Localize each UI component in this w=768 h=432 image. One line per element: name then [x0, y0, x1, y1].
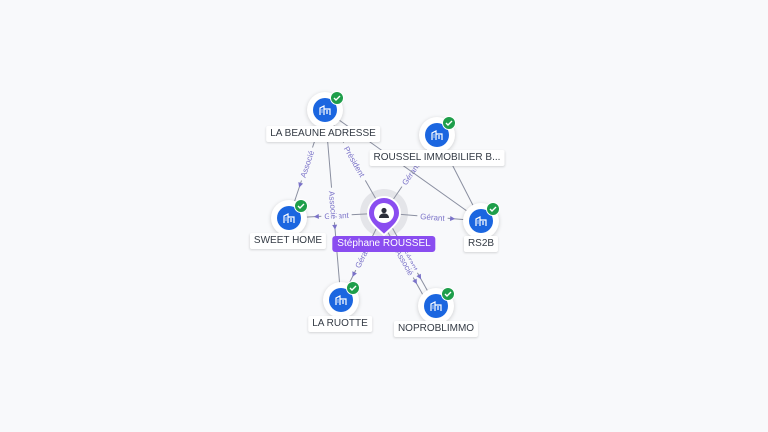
verified-check-icon [346, 281, 360, 295]
edge-label-bg [391, 244, 418, 281]
node-roussel-immobilier[interactable] [419, 116, 456, 153]
edge-arrow [416, 273, 422, 280]
node-label-sweet-home[interactable]: SWEET HOME [249, 233, 327, 249]
verified-check-icon [294, 199, 308, 213]
node-label-la-beaune-adresse[interactable]: LA BEAUNE ADRESSE [266, 126, 380, 142]
node-la-beaune-adresse[interactable] [307, 91, 344, 128]
node-rs2b[interactable] [463, 202, 500, 239]
verified-check-icon [442, 116, 456, 130]
edge-label-associé: Associé [327, 191, 338, 220]
edge-arrow [313, 213, 319, 219]
node-label-rs2b[interactable]: RS2B [463, 236, 499, 252]
edge-label-bg [296, 145, 318, 183]
edge-label-bg [326, 187, 340, 223]
node-label-la-ruotte[interactable]: LA RUOTTE [308, 316, 372, 332]
person-icon[interactable] [367, 196, 401, 236]
center-node-label[interactable]: Stéphane ROUSSEL [332, 236, 436, 252]
node-noproblimmo[interactable] [418, 287, 455, 324]
node-sweet-home[interactable] [271, 199, 308, 236]
node-la-ruotte[interactable] [323, 281, 360, 318]
verified-check-icon [486, 202, 500, 216]
edge-arrow [332, 224, 338, 230]
node-label-noproblimmo[interactable]: NOPROBLIMMO [393, 321, 479, 337]
edge-label-gérant: Gérant [420, 212, 446, 223]
verified-check-icon [441, 287, 455, 301]
verified-check-icon [330, 91, 344, 105]
edge-arrow [412, 278, 417, 285]
edge-arrow [449, 215, 456, 221]
building-icon [329, 288, 353, 312]
edge-arrow [298, 182, 304, 188]
edge-arrow [352, 271, 357, 277]
edge-label-président: Président [342, 145, 367, 179]
edge-label-bg [397, 158, 424, 190]
edge-label-bg [339, 140, 370, 183]
edge-label-bg [416, 210, 449, 224]
edge-label-associé: Associé [299, 149, 317, 179]
node-label-roussel-immobilier[interactable]: ROUSSEL IMMOBILIER B... [369, 150, 505, 166]
